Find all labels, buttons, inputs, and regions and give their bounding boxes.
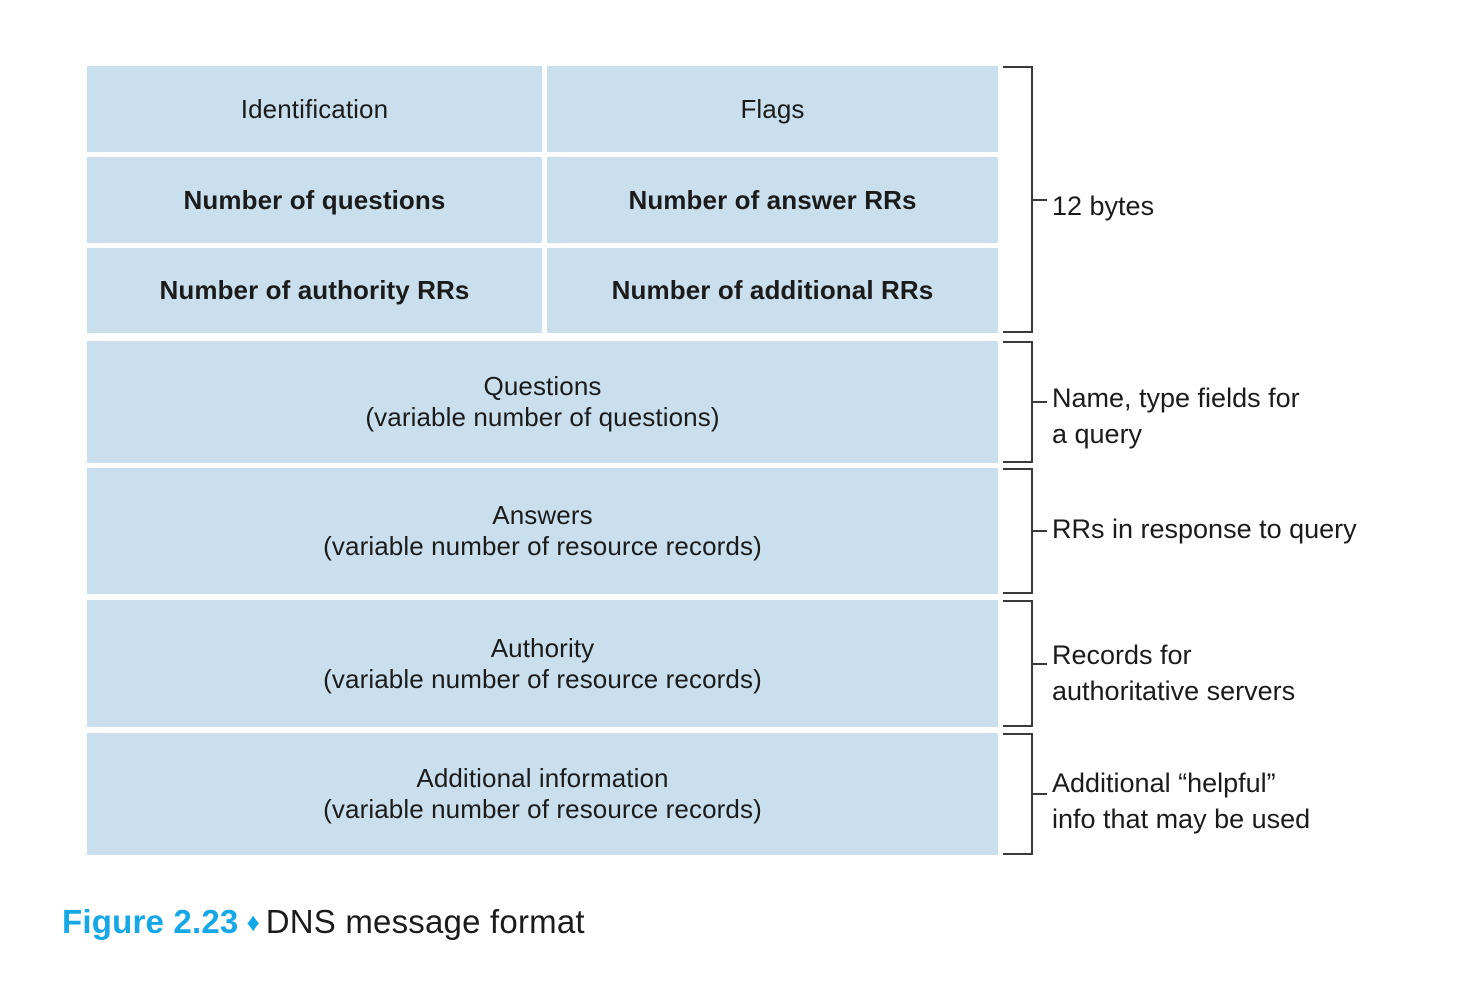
annotation-questions-line2: a query bbox=[1052, 418, 1143, 449]
field-identification: Identification bbox=[87, 66, 542, 152]
field-number-of-answer-rrs: Number of answer RRs bbox=[547, 157, 998, 243]
annotation-answers: RRs in response to query bbox=[1052, 512, 1357, 548]
section-authority: Authority (variable number of resource r… bbox=[87, 600, 998, 727]
annotation-answers-line1: RRs in response to query bbox=[1052, 514, 1357, 544]
section-answers-title: Answers bbox=[492, 500, 593, 531]
field-flags: Flags bbox=[547, 66, 998, 152]
bracket-tick-icon bbox=[1031, 662, 1047, 665]
field-number-of-additional-rrs: Number of additional RRs bbox=[547, 248, 998, 333]
section-additional-information-subtitle: (variable number of resource records) bbox=[323, 794, 762, 824]
section-additional-information: Additional information (variable number … bbox=[87, 733, 998, 855]
field-identification-label: Identification bbox=[240, 93, 389, 124]
section-answers: Answers (variable number of resource rec… bbox=[87, 468, 998, 594]
bracket-answers-icon bbox=[1003, 468, 1047, 594]
figure-caption-title: DNS message format bbox=[265, 903, 585, 940]
section-questions-subtitle: (variable number of questions) bbox=[365, 402, 720, 432]
bracket-tick-icon bbox=[1031, 793, 1047, 795]
annotation-questions-line1: Name, type fields for bbox=[1052, 383, 1300, 413]
section-questions: Questions (variable number of questions) bbox=[87, 341, 998, 463]
bracket-tick-icon bbox=[1031, 198, 1047, 201]
bracket-questions-icon bbox=[1003, 341, 1047, 463]
section-questions-title: Questions bbox=[483, 371, 602, 402]
annotation-additional-line1: Additional “helpful” bbox=[1052, 768, 1276, 798]
annotation-authority-line1: Records for bbox=[1052, 640, 1192, 670]
annotation-authority: Records for authoritative servers bbox=[1052, 638, 1295, 710]
bracket-additional-icon bbox=[1003, 733, 1047, 855]
annotation-questions: Name, type fields for a query bbox=[1052, 381, 1300, 453]
field-number-of-answer-rrs-label: Number of answer RRs bbox=[628, 184, 917, 215]
field-number-of-questions: Number of questions bbox=[87, 157, 542, 243]
bracket-tick-icon bbox=[1031, 530, 1047, 532]
section-additional-information-title: Additional information bbox=[416, 763, 669, 794]
bracket-authority-icon bbox=[1003, 600, 1047, 727]
section-answers-subtitle: (variable number of resource records) bbox=[323, 531, 762, 561]
annotation-additional: Additional “helpful” info that may be us… bbox=[1052, 766, 1310, 838]
bracket-tick-icon bbox=[1031, 401, 1047, 403]
bracket-header-icon bbox=[1003, 66, 1047, 333]
field-number-of-authority-rrs: Number of authority RRs bbox=[87, 248, 542, 333]
annotation-header-size-line1: 12 bytes bbox=[1052, 191, 1155, 221]
section-authority-title: Authority bbox=[490, 632, 595, 663]
annotation-additional-line2: info that may be used bbox=[1052, 803, 1311, 834]
field-flags-label: Flags bbox=[740, 93, 805, 124]
figure-caption-number: Figure 2.23 bbox=[62, 903, 239, 940]
annotation-authority-line2: authoritative servers bbox=[1052, 675, 1296, 706]
field-number-of-additional-rrs-label: Number of additional RRs bbox=[611, 275, 934, 306]
diamond-icon: ♦ bbox=[246, 907, 260, 937]
field-number-of-authority-rrs-label: Number of authority RRs bbox=[159, 275, 470, 306]
field-number-of-questions-label: Number of questions bbox=[183, 184, 446, 215]
figure-caption: Figure 2.23♦DNS message format bbox=[62, 905, 585, 938]
annotation-header-size: 12 bytes bbox=[1052, 189, 1154, 225]
section-authority-subtitle: (variable number of resource records) bbox=[323, 663, 762, 694]
